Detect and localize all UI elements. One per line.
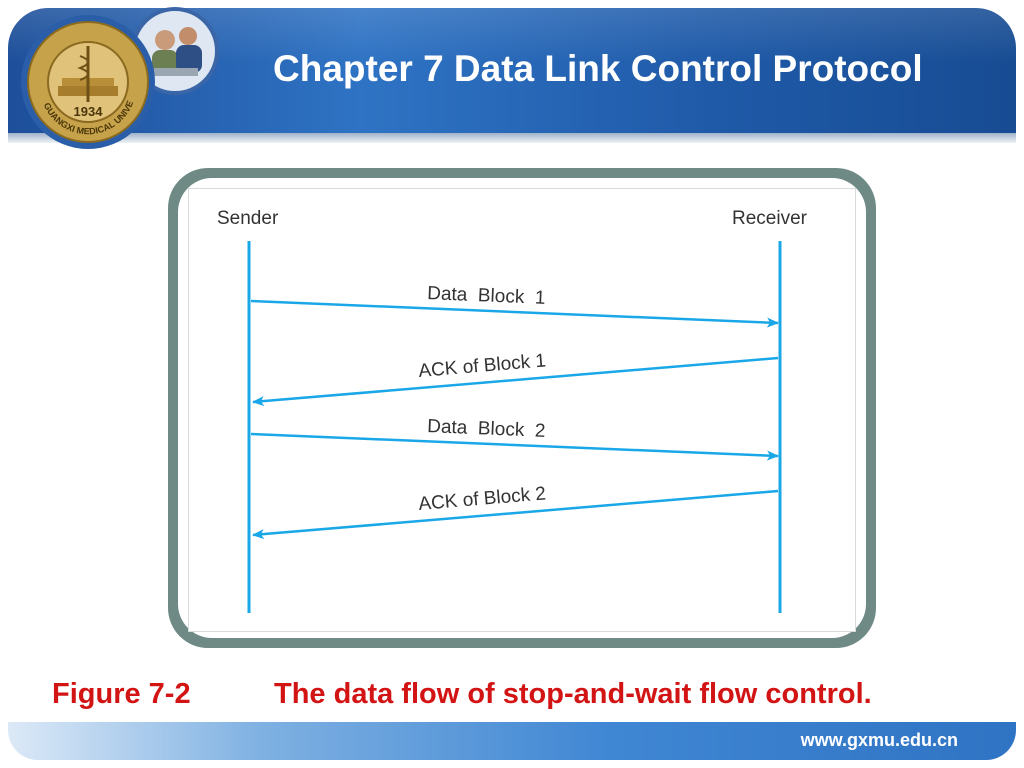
figure-caption-text: The data flow of stop-and-wait flow cont… (274, 678, 872, 710)
stop-and-wait-diagram: Sender Receiver Data Block 1 ACK of Bloc… (188, 188, 856, 632)
data-block-1-arrow (250, 299, 779, 328)
sender-label: Sender (217, 208, 279, 229)
ack-block-1-label: ACK of Block 1 (418, 350, 547, 382)
sequence-diagram-svg: Sender Receiver Data Block 1 ACK of Bloc… (217, 208, 808, 613)
footer-url[interactable]: www.gxmu.edu.cn (800, 730, 958, 750)
ack-block-2-arrow (252, 489, 779, 540)
footer-bar: www.gxmu.edu.cn (8, 722, 1016, 760)
title-underline (8, 133, 1016, 143)
ack-block-1-arrow (252, 356, 779, 407)
data-block-2-arrow (250, 432, 779, 461)
ack-block-2-label: ACK of Block 2 (418, 483, 547, 515)
receiver-label: Receiver (732, 208, 808, 229)
seal-year: 1934 (74, 104, 104, 119)
figure-caption: Figure 7-2 The data flow of stop-and-wait… (52, 678, 992, 711)
data-block-2-label: Data Block 2 (427, 416, 546, 442)
slide-title: Chapter 7 Data Link Control Protocol (273, 48, 923, 89)
figure-number: Figure 7-2 (52, 678, 191, 710)
university-seal-logo: 1934 GUANGXI MEDICAL UNIVERSITY (18, 12, 155, 149)
data-block-1-label: Data Block 1 (427, 283, 546, 309)
